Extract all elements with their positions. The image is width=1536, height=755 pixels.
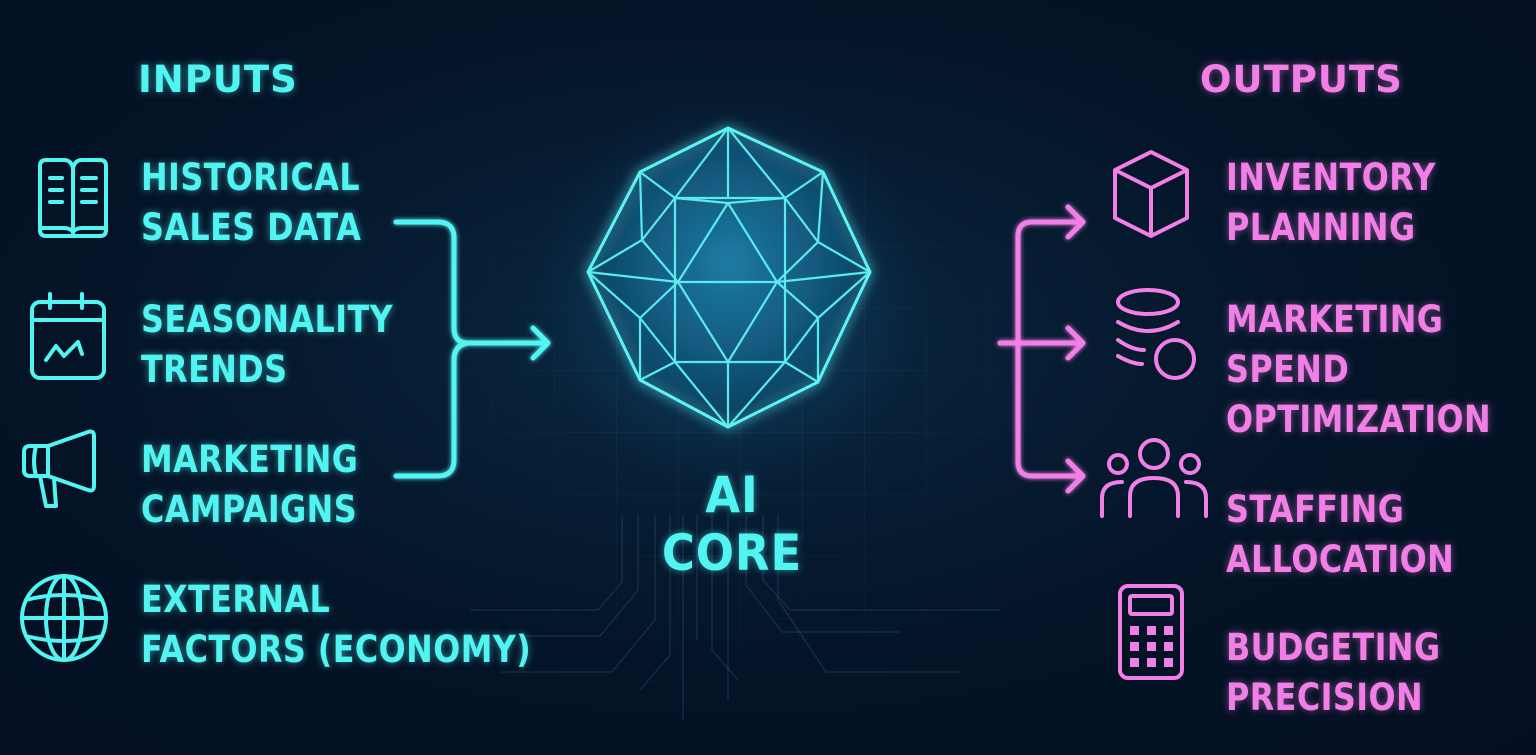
- output-budgeting-precision: BUDGETING PRECISION: [1226, 623, 1441, 723]
- output-label-line2: ALLOCATION: [1226, 538, 1455, 581]
- input-label-line2: FACTORS (ECONOMY): [141, 628, 532, 671]
- input-historical-sales-data: HISTORICAL SALES DATA: [141, 153, 361, 253]
- calendar-trend-icon: [30, 292, 106, 380]
- output-inventory-planning: INVENTORY PLANNING: [1226, 153, 1436, 253]
- output-label-line2: PLANNING: [1226, 206, 1416, 249]
- people-group-icon: [1100, 438, 1208, 518]
- output-marketing-spend-optimization: MARKETING SPEND OPTIMIZATION: [1226, 295, 1491, 445]
- output-label-line1: MARKETING: [1226, 298, 1444, 341]
- input-label-line1: EXTERNAL: [141, 578, 331, 621]
- output-label-line1: BUDGETING: [1226, 626, 1441, 669]
- input-label-line1: HISTORICAL: [141, 156, 361, 199]
- coins-stack-icon: [1116, 288, 1196, 380]
- globe-icon: [20, 574, 108, 662]
- input-marketing-campaigns: MARKETING CAMPAIGNS: [141, 435, 358, 535]
- output-label-line2: SPEND: [1226, 348, 1350, 391]
- outputs-header: OUTPUTS: [1200, 58, 1403, 101]
- input-label-line1: MARKETING: [141, 438, 359, 481]
- output-label-line1: STAFFING: [1226, 488, 1405, 531]
- input-label-line2: SALES DATA: [141, 206, 362, 249]
- input-external-factors: EXTERNAL FACTORS (ECONOMY): [141, 575, 531, 675]
- megaphone-icon: [22, 429, 96, 508]
- output-label-line2: PRECISION: [1226, 676, 1424, 719]
- input-seasonality-trends: SEASONALITY TRENDS: [141, 295, 393, 395]
- ai-core-label: AI CORE: [661, 466, 803, 582]
- calculator-icon: [1118, 584, 1184, 680]
- output-staffing-allocation: STAFFING ALLOCATION: [1226, 485, 1454, 585]
- input-label-line1: SEASONALITY: [141, 298, 394, 341]
- output-label-line3: OPTIMIZATION: [1226, 398, 1492, 441]
- input-label-line2: CAMPAIGNS: [141, 488, 358, 531]
- input-label-line2: TRENDS: [141, 348, 288, 391]
- cube-icon: [1113, 150, 1189, 238]
- inputs-header: INPUTS: [138, 58, 298, 101]
- output-label-line1: INVENTORY: [1226, 156, 1436, 199]
- book-icon: [38, 158, 108, 238]
